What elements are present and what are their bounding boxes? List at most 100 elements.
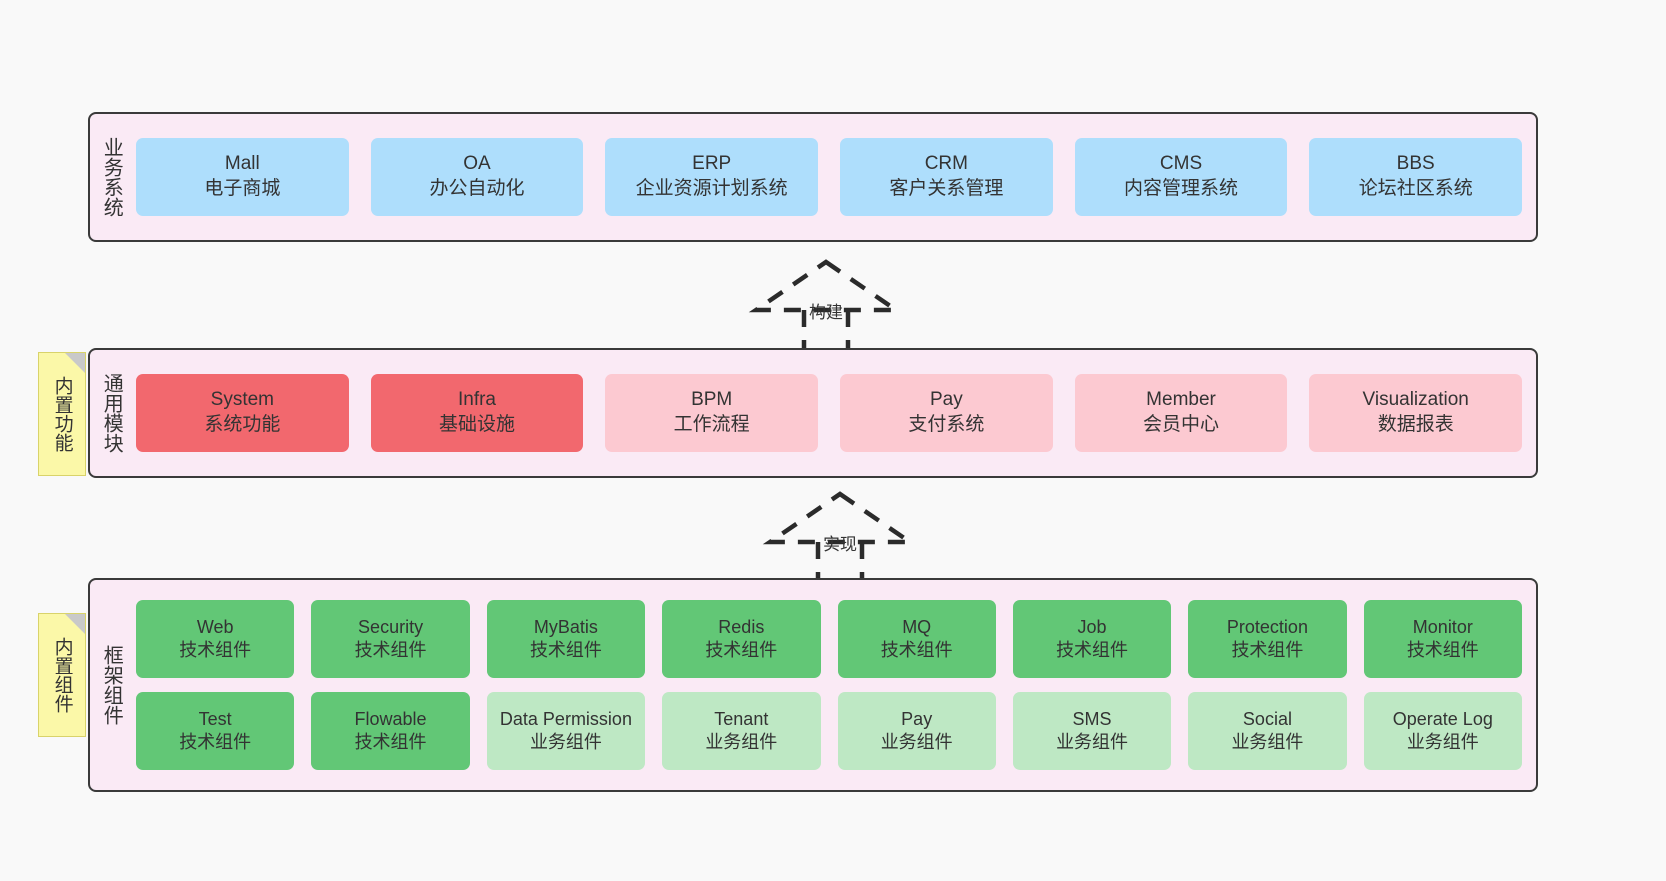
card-mq[interactable]: MQ 技术组件 (837, 600, 996, 678)
card-tenant-cn: 业务组件 (705, 732, 778, 752)
card-pay-module[interactable]: Pay 支付系统 (840, 374, 1053, 452)
framework-row-business: Test 技术组件 Flowable 技术组件 Data Permission … (136, 692, 1522, 770)
band-framework-components-body: Web 技术组件 Security 技术组件 MyBatis 技术组件 Redi… (132, 580, 1536, 790)
card-mq-cn: 技术组件 (880, 640, 953, 660)
card-sms-cn: 业务组件 (1056, 732, 1129, 752)
card-visualization-en: Visualization (1362, 389, 1469, 411)
note-builtin-function: 内置功能 (38, 352, 86, 476)
card-social-en: Social (1242, 708, 1292, 729)
band-framework-components: 框架组件 Web 技术组件 Security 技术组件 MyBatis 技术组件… (88, 578, 1538, 792)
band-common-modules: 通用模块 System 系统功能 Infra 基础设施 BPM 工作流程 Pay… (88, 348, 1538, 478)
card-monitor-en: Monitor (1412, 616, 1473, 637)
card-system[interactable]: System 系统功能 (136, 374, 349, 452)
card-pay-component-cn: 业务组件 (880, 732, 953, 752)
band-business-systems: 业务系统 Mall 电子商城 OA 办公自动化 ERP 企业资源计划系统 CRM… (88, 112, 1538, 242)
card-visualization[interactable]: Visualization 数据报表 (1309, 374, 1523, 452)
card-infra-en: Infra (457, 389, 497, 411)
card-job[interactable]: Job 技术组件 (1012, 600, 1172, 678)
card-crm[interactable]: CRM 客户关系管理 (840, 138, 1053, 216)
card-mall-cn: 电子商城 (204, 178, 281, 199)
card-pay-module-cn: 支付系统 (908, 414, 985, 435)
card-mall[interactable]: Mall 电子商城 (136, 138, 349, 216)
card-bbs[interactable]: BBS 论坛社区系统 (1309, 138, 1523, 216)
card-redis-cn: 技术组件 (705, 640, 778, 660)
card-redis-en: Redis (718, 616, 765, 637)
card-cms-en: CMS (1159, 153, 1203, 175)
connector-implement-label: 实现 (823, 535, 857, 554)
card-bpm-cn: 工作流程 (673, 414, 750, 435)
card-pay-component[interactable]: Pay 业务组件 (837, 692, 996, 770)
band-common-modules-title: 通用模块 (100, 373, 123, 453)
card-job-en: Job (1077, 616, 1107, 637)
card-cms[interactable]: CMS 内容管理系统 (1074, 138, 1288, 216)
card-bbs-cn: 论坛社区系统 (1358, 178, 1473, 199)
card-cms-cn: 内容管理系统 (1124, 178, 1239, 199)
card-protection[interactable]: Protection 技术组件 (1188, 600, 1347, 678)
note-builtin-component: 内置组件 (38, 613, 86, 737)
connector-implement: 实现 (760, 490, 920, 586)
card-infra[interactable]: Infra 基础设施 (370, 374, 584, 452)
card-data-permission-en: Data Permission (499, 708, 632, 729)
card-flowable[interactable]: Flowable 技术组件 (311, 692, 470, 770)
card-erp-cn: 企业资源计划系统 (635, 178, 788, 199)
card-infra-cn: 基础设施 (439, 414, 516, 435)
card-protection-cn: 技术组件 (1231, 640, 1304, 660)
card-operate-log-cn: 业务组件 (1406, 732, 1479, 752)
band-business-systems-title: 业务系统 (100, 137, 123, 217)
card-bpm-en: BPM (691, 389, 733, 411)
card-member-cn: 会员中心 (1143, 414, 1220, 435)
card-tenant[interactable]: Tenant 业务组件 (662, 692, 821, 770)
card-sms[interactable]: SMS 业务组件 (1012, 692, 1172, 770)
card-erp-en: ERP (692, 153, 732, 175)
card-test[interactable]: Test 技术组件 (136, 692, 295, 770)
card-flowable-en: Flowable (354, 708, 427, 729)
card-system-en: System (210, 389, 275, 411)
card-tenant-en: Tenant (714, 708, 769, 729)
card-mq-en: MQ (902, 616, 932, 637)
card-security[interactable]: Security 技术组件 (311, 600, 470, 678)
card-mybatis-en: MyBatis (533, 616, 598, 637)
card-pay-module-en: Pay (929, 389, 963, 411)
note-builtin-function-label: 内置功能 (51, 376, 73, 452)
connector-build-label: 构建 (809, 303, 843, 322)
card-oa-en: OA (463, 153, 491, 175)
card-sms-en: SMS (1072, 708, 1112, 729)
card-security-cn: 技术组件 (354, 640, 427, 660)
card-crm-en: CRM (924, 153, 968, 175)
card-social-cn: 业务组件 (1231, 732, 1304, 752)
band-business-systems-body: Mall 电子商城 OA 办公自动化 ERP 企业资源计划系统 CRM 客户关系… (132, 114, 1536, 240)
card-mybatis[interactable]: MyBatis 技术组件 (486, 600, 646, 678)
card-operate-log[interactable]: Operate Log 业务组件 (1363, 692, 1522, 770)
card-mall-en: Mall (224, 153, 260, 175)
note-fold-icon (65, 353, 85, 373)
card-crm-cn: 客户关系管理 (889, 178, 1004, 199)
card-erp[interactable]: ERP 企业资源计划系统 (605, 138, 819, 216)
card-member[interactable]: Member 会员中心 (1074, 374, 1288, 452)
card-web[interactable]: Web 技术组件 (136, 600, 295, 678)
card-monitor[interactable]: Monitor 技术组件 (1363, 600, 1522, 678)
card-bbs-en: BBS (1396, 153, 1435, 175)
note-builtin-component-label: 内置组件 (51, 637, 73, 713)
card-pay-component-en: Pay (901, 708, 933, 729)
connector-build: 构建 (746, 258, 906, 354)
card-oa[interactable]: OA 办公自动化 (370, 138, 584, 216)
band-framework-components-title: 框架组件 (100, 645, 123, 725)
card-oa-cn: 办公自动化 (429, 178, 525, 199)
card-monitor-cn: 技术组件 (1406, 640, 1479, 660)
band-common-modules-body: System 系统功能 Infra 基础设施 BPM 工作流程 Pay 支付系统… (132, 350, 1536, 476)
card-social[interactable]: Social 业务组件 (1188, 692, 1347, 770)
card-redis[interactable]: Redis 技术组件 (662, 600, 821, 678)
card-bpm[interactable]: BPM 工作流程 (605, 374, 819, 452)
card-web-en: Web (196, 616, 234, 637)
card-data-permission-cn: 业务组件 (529, 732, 602, 752)
card-system-cn: 系统功能 (204, 414, 281, 435)
note-fold-icon (65, 614, 85, 634)
card-data-permission[interactable]: Data Permission 业务组件 (486, 692, 646, 770)
card-visualization-cn: 数据报表 (1377, 414, 1454, 435)
card-operate-log-en: Operate Log (1392, 708, 1493, 729)
card-member-en: Member (1146, 389, 1216, 411)
card-web-cn: 技术组件 (179, 640, 252, 660)
card-test-cn: 技术组件 (179, 732, 252, 752)
card-mybatis-cn: 技术组件 (529, 640, 602, 660)
